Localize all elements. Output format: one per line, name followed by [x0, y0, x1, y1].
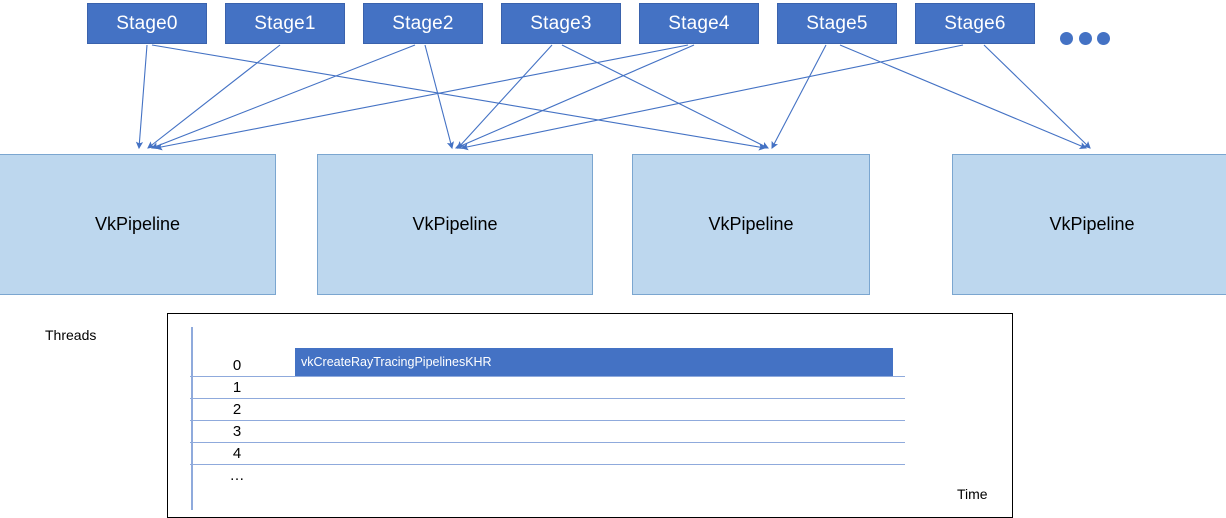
vkpipeline-label: VkPipeline	[1049, 214, 1135, 234]
stage-box-6[interactable]: Stage6	[915, 3, 1035, 44]
stage-label: Stage0	[116, 12, 178, 34]
thread-axis-line	[191, 327, 193, 510]
stage-box-5[interactable]: Stage5	[777, 3, 897, 44]
timeline-bar-vkcreateraytracingpipelineskhr[interactable]: vkCreateRayTracingPipelinesKHR	[295, 348, 893, 376]
timeline-gridline-4	[190, 464, 905, 465]
stage-box-2[interactable]: Stage2	[363, 3, 483, 44]
timeline-bar-label: vkCreateRayTracingPipelinesKHR	[301, 355, 492, 369]
stage-label: Stage2	[392, 12, 454, 34]
thread-row-label-2: 2	[232, 401, 242, 418]
thread-row-label-0: 0	[232, 357, 242, 374]
thread-row-label-4: 4	[232, 445, 242, 462]
timeline-gridline-0	[190, 376, 905, 377]
vkpipeline-box-1[interactable]: VkPipeline	[317, 154, 593, 295]
timeline-gridline-2	[190, 420, 905, 421]
time-axis-label: Time	[957, 486, 988, 502]
more-stages-ellipsis-icon	[1060, 31, 1110, 45]
timeline-gridline-3	[190, 442, 905, 443]
thread-row-label-3: 3	[232, 423, 242, 440]
stage-box-1[interactable]: Stage1	[225, 3, 345, 44]
stage-box-3[interactable]: Stage3	[501, 3, 621, 44]
stage-label: Stage3	[530, 12, 592, 34]
threads-header: Threads	[45, 327, 97, 343]
thread-row-label-1: 1	[232, 379, 242, 396]
vkpipeline-label: VkPipeline	[94, 214, 181, 234]
stage-label: Stage1	[254, 12, 316, 34]
stage-label: Stage5	[806, 12, 868, 34]
stage-box-4[interactable]: Stage4	[639, 3, 759, 44]
vkpipeline-label: VkPipeline	[708, 214, 794, 234]
stage-label: Stage6	[944, 12, 1006, 34]
vkpipeline-label: VkPipeline	[412, 214, 498, 234]
vkpipeline-box-3[interactable]: VkPipeline	[952, 154, 1226, 295]
vkpipeline-box-0[interactable]: VkPipeline	[0, 154, 276, 295]
timeline-gridline-1	[190, 398, 905, 399]
stage-label: Stage4	[668, 12, 730, 34]
thread-row-label-5: …	[229, 467, 245, 484]
timeline-panel	[167, 313, 1013, 518]
vkpipeline-box-2[interactable]: VkPipeline	[632, 154, 870, 295]
stage-box-0[interactable]: Stage0	[87, 3, 207, 44]
